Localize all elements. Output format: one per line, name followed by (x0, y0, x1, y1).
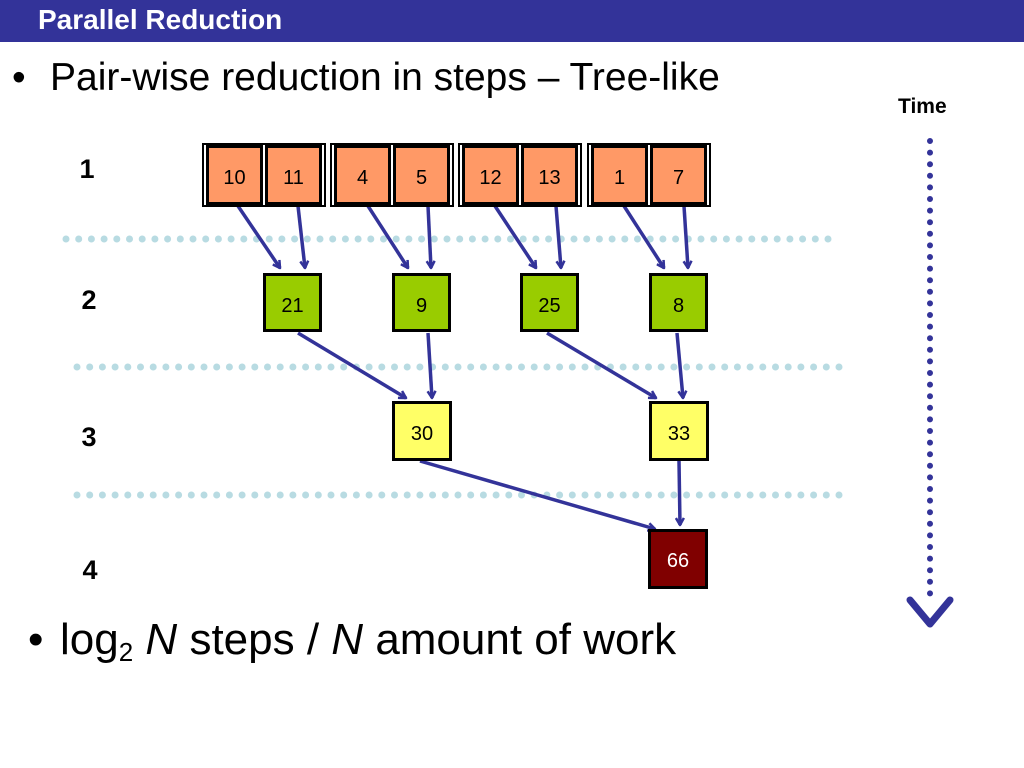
pair-group-4 (587, 143, 711, 207)
arrows-step1 (236, 205, 688, 268)
complexity-log-base: 2 (118, 637, 134, 667)
arrow-8-33 (675, 332, 683, 398)
pair-group-1 (202, 143, 326, 207)
slide-title: Parallel Reduction (38, 4, 283, 35)
arrow-21-30 (297, 331, 406, 400)
node-level3: 33 (649, 401, 709, 461)
arrow-1-8 (622, 205, 666, 268)
step-label-3: 3 (81, 422, 97, 452)
pair-group-3 (458, 143, 582, 207)
node-level1: 11 (265, 145, 322, 205)
node-level1: 5 (393, 145, 450, 205)
step-label-4: 4 (82, 555, 98, 585)
time-label: Time (898, 95, 947, 118)
node-level1: 7 (650, 145, 707, 205)
time-arrow-head (906, 596, 954, 628)
node-level3: 30 (392, 401, 452, 461)
node-level1: 1 (591, 145, 648, 205)
node-level2: 9 (392, 273, 451, 332)
node-level1: 12 (462, 145, 519, 205)
node-level1: 10 (206, 145, 263, 205)
step-label-1: 1 (79, 154, 95, 184)
arrow-12-25 (493, 205, 538, 268)
complexity-middle: steps / (189, 615, 320, 664)
arrow-5-9 (428, 205, 431, 268)
bullet-pairwise-text: Pair-wise reduction in steps – Tree-like (50, 56, 720, 99)
title-bar: Parallel Reduction (0, 0, 1024, 42)
arrow-7-8 (682, 205, 688, 268)
node-level1: 13 (521, 145, 578, 205)
complexity-end: amount of work (375, 615, 677, 664)
arrows-step2 (297, 331, 683, 400)
arrow-13-25 (554, 205, 561, 268)
node-level2: 21 (263, 273, 322, 332)
bullet-complexity: • log2 N steps / N amount of work (28, 613, 676, 667)
step-label-2: 2 (81, 285, 97, 315)
arrow-11-21 (296, 205, 305, 268)
arrow-4-9 (366, 205, 410, 268)
arrows-step3 (419, 459, 680, 529)
complexity-n1: N (145, 615, 178, 664)
arrow-25-33 (546, 331, 656, 400)
complexity-n2: N (331, 615, 364, 664)
bullet-mark: • (12, 56, 26, 99)
pair-group-2 (330, 143, 454, 207)
arrow-10-21 (236, 205, 282, 268)
arrow-30-66 (419, 459, 655, 529)
node-level4-result: 66 (648, 529, 708, 589)
node-level2: 8 (649, 273, 708, 332)
bullet-mark: • (28, 615, 44, 664)
complexity-log: log (60, 615, 119, 664)
arrow-33-66 (679, 460, 680, 525)
node-level1: 4 (334, 145, 391, 205)
arrow-9-30 (426, 332, 432, 398)
bullet-pairwise: • Pair-wise reduction in steps – Tree-lik… (12, 55, 720, 101)
node-level2: 25 (520, 273, 579, 332)
